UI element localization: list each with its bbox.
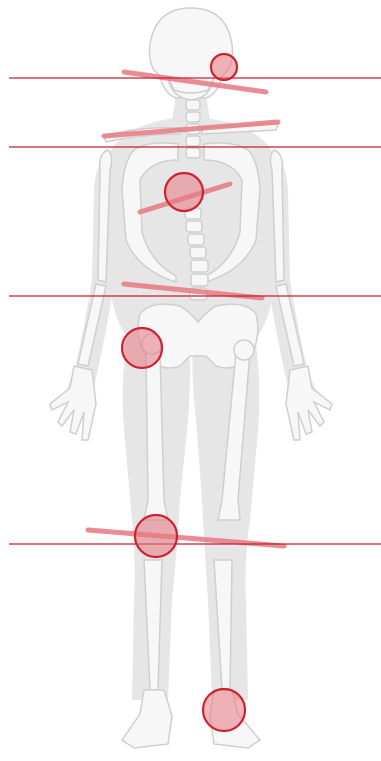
skeleton-bones [50,8,332,748]
right-hand [50,366,96,440]
left-femur-head [234,340,254,360]
left-arm-silhouette [260,150,320,406]
right-arm-silhouette [62,150,122,406]
ankle-marker-icon [203,689,245,731]
left-hand [286,366,332,440]
hip-marker-icon [122,328,162,368]
jaw-marker-icon [211,54,237,80]
knee-marker-icon [135,515,177,557]
right-foot [122,690,172,748]
spine-marker-icon [165,173,203,211]
